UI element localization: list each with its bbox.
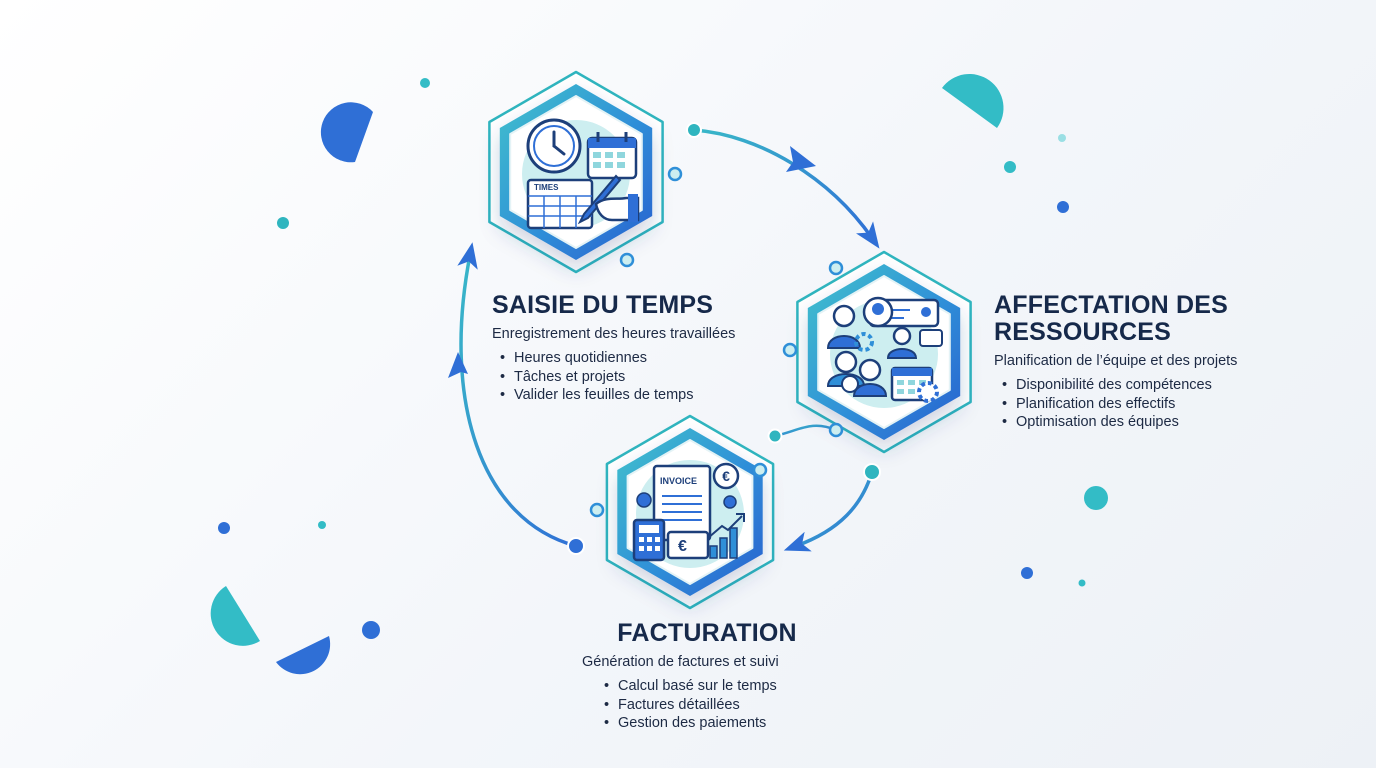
decor-dot <box>1084 486 1108 510</box>
euro-bill-label: € <box>678 538 687 555</box>
connector-dot <box>863 463 881 481</box>
step-subtitle: Génération de factures et suivi <box>582 654 779 670</box>
step-title: SAISIE DU TEMPS <box>492 291 714 319</box>
decor-half-circle <box>942 73 1004 128</box>
timesheet-label: TIMES <box>534 183 559 192</box>
decor-dot <box>1078 579 1086 587</box>
connector-dot <box>767 428 783 444</box>
hex-connector-dot <box>828 422 844 438</box>
decor-dot <box>1057 201 1069 213</box>
hex-connector-dot <box>589 502 605 518</box>
connector-dots <box>567 122 881 555</box>
decor-half-circle <box>210 586 260 646</box>
arrow-facturation-to-saisie <box>457 242 578 548</box>
team-planning-icon <box>826 296 943 408</box>
list-item: Optimisation des équipes <box>1002 413 1314 432</box>
step-title: AFFECTATION DES RESSOURCES <box>994 291 1229 346</box>
decor-dot <box>1058 134 1066 142</box>
connector-dot <box>686 122 702 138</box>
arrow-affectation-to-facturation <box>783 470 874 552</box>
step-facturation: FACTURATION Génération de factures et su… <box>582 620 832 733</box>
chevron-up-icon <box>448 352 468 378</box>
clock-calendar-timesheet-icon: TIMES <box>522 118 640 230</box>
step-bullets: Heures quotidiennes Tâches et projets Va… <box>492 349 792 405</box>
list-item: Heures quotidiennes <box>500 349 792 368</box>
euro-coin-label: € <box>722 468 730 484</box>
list-item: Factures détaillées <box>604 696 832 715</box>
hex-connector-dot <box>667 166 683 182</box>
step-subtitle: Planification de l’équipe et des projets <box>994 353 1238 369</box>
chevron-right-icon <box>786 146 816 172</box>
arc-chevrons <box>448 146 816 378</box>
hex-connector-dot <box>752 462 768 478</box>
list-item: Tâches et projets <box>500 368 792 387</box>
list-item: Planification des effectifs <box>1002 395 1314 414</box>
decor-dot <box>420 78 430 88</box>
hex-connector-dot <box>828 260 844 276</box>
decor-dot <box>277 217 289 229</box>
decor-half-circle <box>276 636 331 675</box>
connector-facturation-to-affectation <box>773 424 838 438</box>
step-bullets: Calcul basé sur le temps Factures détail… <box>582 677 832 733</box>
decor-dot <box>318 521 326 529</box>
hex-connector-dot <box>619 252 635 268</box>
step-saisie: SAISIE DU TEMPS Enregistrement des heure… <box>492 292 792 405</box>
step-title: FACTURATION <box>617 619 797 647</box>
list-item: Disponibilité des compétences <box>1002 376 1314 395</box>
step-affectation: AFFECTATION DES RESSOURCES Planification… <box>994 292 1314 432</box>
list-item: Valider les feuilles de temps <box>500 386 792 405</box>
background-decorations <box>210 73 1108 675</box>
decor-dot <box>1004 161 1016 173</box>
step-subtitle: Enregistrement des heures travaillées <box>492 326 736 342</box>
decor-dot <box>362 621 380 639</box>
decor-dot <box>218 522 230 534</box>
decor-half-circle <box>320 102 373 163</box>
decor-dot <box>1021 567 1033 579</box>
invoice-calculator-icon: INVOICE € € <box>632 460 745 568</box>
step-bullets: Disponibilité des compétences Planificat… <box>994 376 1314 432</box>
connector-dot <box>567 537 585 555</box>
list-item: Calcul basé sur le temps <box>604 677 832 696</box>
list-item: Gestion des paiements <box>604 714 832 733</box>
arrow-saisie-to-affectation <box>692 128 880 249</box>
invoice-label: INVOICE <box>660 476 697 486</box>
